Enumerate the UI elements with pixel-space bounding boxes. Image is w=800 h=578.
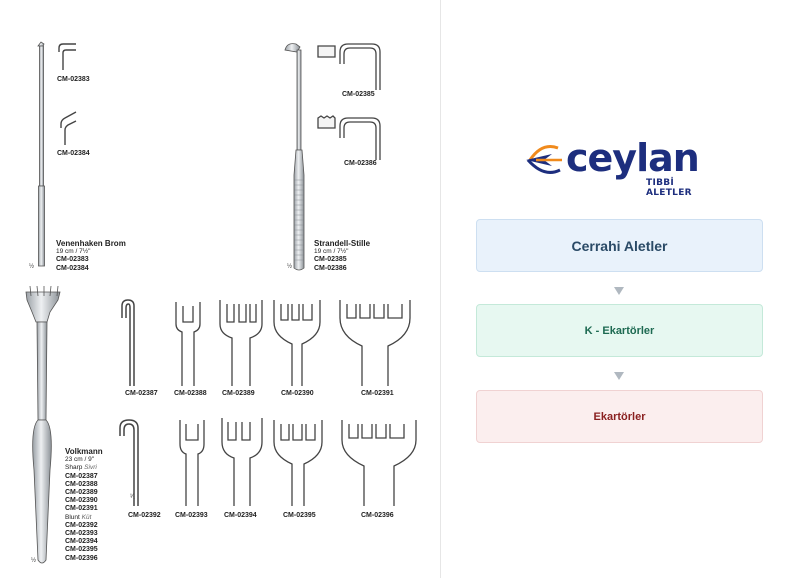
strandell-info: Strandell-Stille 19 cm / 7½" CM-02385 CM… (314, 239, 371, 273)
volkmann-blunt-code: CM-02394 (65, 538, 98, 546)
code-02383-label: CM-02383 (57, 76, 90, 83)
code-02384-label: CM-02384 (57, 150, 90, 157)
rake-tip-02393 (179, 420, 205, 506)
brand-name: ceylan (566, 136, 700, 180)
code-02390-label: CM-02390 (281, 390, 314, 397)
rake-tip-02392 (119, 419, 139, 506)
nav-ekartorler-button[interactable]: Ekartörler (476, 390, 763, 443)
volkmann-sharp-code: CM-02387 (65, 472, 98, 480)
volkmann-name: Volkmann (65, 447, 103, 456)
blunt-local-label: Küt (81, 513, 92, 521)
panel-divider (440, 0, 441, 578)
volkmann-sharp-code: CM-02389 (65, 489, 98, 497)
venenhaken-size: 19 cm / 7½" (56, 248, 91, 256)
code-02389-label: CM-02389 (222, 390, 255, 397)
volkmann-blunt-heading: Blunt Küt (65, 514, 103, 522)
ceylan-emblem-icon (526, 145, 562, 174)
hook-detail-02386 (317, 115, 381, 160)
brand-tagline: TIBBİ ALETLER (646, 178, 692, 198)
volkmann-blunt-code: CM-02396 (65, 554, 98, 562)
strandell-name: Strandell-Stille (314, 239, 371, 248)
sharp-local-label: Sivri (84, 464, 97, 472)
code-02394-label: CM-02394 (224, 512, 257, 519)
volkmann-sharp-heading: Sharp Sivri (65, 464, 103, 472)
volkmann-blunt-code: CM-02393 (65, 530, 98, 538)
strandell-instrument (284, 43, 305, 271)
strandell-scale: ½ (287, 264, 293, 270)
code-02387-label: CM-02387 (125, 390, 158, 397)
sharp-label: Sharp (65, 464, 83, 472)
volkmann-sharp-code: CM-02390 (65, 497, 98, 505)
nav-k-ekartorler-button[interactable]: K - Ekartörler (476, 304, 763, 357)
blunt-label: Blunt (65, 513, 80, 521)
rake-tip-02389 (219, 300, 263, 386)
instrument-catalog: CM-02383 CM-02384 Venenhaken Brom 19 cm … (25, 41, 417, 564)
code-02392-label: CM-02392 (128, 512, 161, 519)
code-02388-label: CM-02388 (174, 390, 207, 397)
venenhaken-code2: CM-02384 (56, 264, 89, 272)
venenhaken-instrument (37, 41, 45, 267)
nav-cerrahi-aletler-button[interactable]: Cerrahi Aletler (476, 219, 763, 272)
volkmann-scale: ½ (31, 558, 37, 564)
strandell-code1: CM-02385 (314, 256, 347, 264)
strandell-code2: CM-02386 (314, 264, 347, 272)
venenhaken-code1: CM-02383 (56, 256, 89, 264)
code-02391-label: CM-02391 (361, 390, 394, 397)
venenhaken-scale: ½ (29, 264, 35, 270)
code-02386-label: CM-02386 (344, 160, 377, 167)
hook-detail-02385 (317, 43, 381, 90)
rake-tip-02388 (175, 302, 201, 386)
venenhaken-name: Venenhaken Brom (56, 239, 126, 248)
rake-tip-02390 (273, 300, 321, 386)
hook-detail-02384 (60, 111, 77, 145)
code-02385-label: CM-02385 (342, 91, 375, 98)
volkmann-instrument (25, 285, 61, 564)
volkmann-info: Volkmann 23 cm / 9" Sharp Sivri CM-02387… (65, 447, 103, 563)
strandell-size: 19 cm / 7½" (314, 248, 349, 256)
rake-tip-02391 (339, 300, 411, 386)
volkmann-size: 23 cm / 9" (65, 456, 95, 464)
rake-tip-02387 (121, 299, 135, 386)
ceylan-logo[interactable]: ceylan TIBBİ ALETLER (522, 136, 722, 198)
down-arrow-icon (614, 287, 624, 295)
code-02393-label: CM-02393 (175, 512, 208, 519)
volkmann-sharp-code: CM-02391 (65, 505, 98, 513)
down-arrow-icon (614, 372, 624, 380)
venenhaken-info: Venenhaken Brom 19 cm / 7½" CM-02383 CM-… (56, 239, 126, 273)
rake-tip-02396 (341, 420, 417, 506)
code-02396-label: CM-02396 (361, 512, 394, 519)
volkmann-blunt-code: CM-02392 (65, 521, 98, 529)
code-02395-label: CM-02395 (283, 512, 316, 519)
volkmann-sharp-code: CM-02388 (65, 480, 98, 488)
rake-tip-02394 (221, 418, 263, 506)
rake-tip-02395 (273, 420, 323, 506)
hook-detail-02383 (58, 43, 76, 70)
volkmann-blunt-code: CM-02395 (65, 546, 98, 554)
instrument-drawings (25, 41, 417, 564)
strandell-grip (294, 179, 304, 261)
rake-scale-one: ¹⁄₁ (130, 494, 136, 500)
